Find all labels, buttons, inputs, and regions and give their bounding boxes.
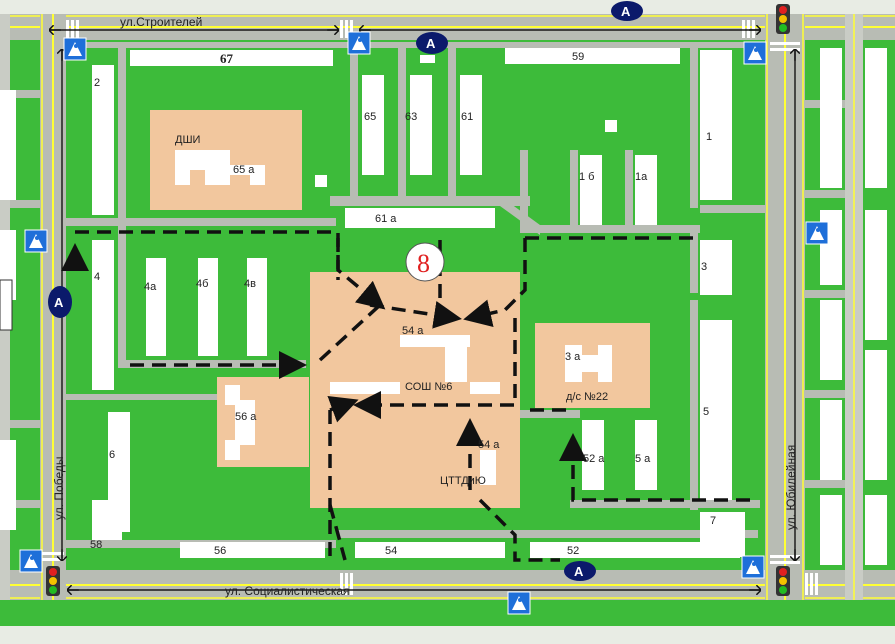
traffic-light-icon (776, 4, 790, 34)
ds22-label: д/с №22 (566, 391, 608, 403)
building-63-label: 63 (405, 111, 417, 123)
building-4-label: 4 (94, 271, 100, 283)
bus-stop-icons: A A A A (48, 1, 643, 581)
pedestrian-crossing-icon (507, 591, 531, 615)
building-56-label: 56 (214, 545, 226, 557)
svg-text:A: A (621, 4, 631, 19)
building-54a-mid-label: 54 а (478, 439, 500, 451)
building-4b-label: 4б (196, 278, 208, 290)
svg-text:A: A (54, 295, 64, 310)
crosswalks (42, 20, 818, 595)
street-right-label: ул. Юбилейная (784, 445, 798, 530)
building-1-label: 1 (706, 131, 712, 143)
building-54a-top-label: 54 а (402, 325, 424, 337)
building-1b-label: 1 б (579, 171, 594, 183)
dshi-label: ДШИ (175, 134, 200, 146)
traffic-light-icon (46, 566, 60, 596)
building-52-label: 52 (567, 545, 579, 557)
building-67-label: 67 (220, 51, 234, 66)
traffic-light-icon (776, 566, 790, 596)
pedestrian-crossing-icon (24, 229, 48, 253)
pedestrian-crossing-icons (19, 31, 829, 615)
building-65-label: 65 (364, 111, 376, 123)
pedestrian-crossing-icon (19, 549, 43, 573)
building-labels: 67 59 2 65 63 61 1 1 б 1а ДШИ 65 а 61 а … (90, 51, 716, 557)
pedestrian-crossing-icon (63, 37, 87, 61)
street-left-label: ул. Победы (52, 457, 66, 520)
svg-text:8: 8 (417, 249, 430, 278)
cttdiyu-label: ЦТТДиЮ (440, 475, 486, 487)
building-6-label: 6 (109, 449, 115, 461)
traffic-light-icons (46, 4, 790, 596)
building-4v-label: 4в (244, 278, 256, 290)
building-56a-label: 56 а (235, 411, 257, 423)
bus-stop-icon: A (416, 32, 448, 54)
bus-stop-icon: A (48, 286, 72, 318)
pedestrian-crossing-icon (347, 31, 371, 55)
building-61a-label: 61 а (375, 213, 397, 225)
building-4a-label: 4а (144, 281, 157, 293)
street-top-label: ул.Строителей (120, 15, 202, 29)
building-58-label: 58 (90, 539, 102, 551)
sosh6-label: СОШ №6 (405, 381, 452, 393)
building-5-label: 5 (703, 406, 709, 418)
building-59-label: 59 (572, 51, 584, 63)
pedestrian-crossing-icon (741, 555, 765, 579)
school-mark-icon: 8 (405, 242, 445, 282)
pedestrian-crossing-icon (805, 221, 829, 245)
building-1a-label: 1а (635, 171, 648, 183)
building-65a-label: 65 а (233, 164, 255, 176)
building-52a-label: 52 а (583, 453, 605, 465)
building-61-label: 61 (461, 111, 473, 123)
building-3-label: 3 (701, 261, 707, 273)
pedestrian-crossing-icon (743, 41, 767, 65)
bus-stop-icon: A (611, 1, 643, 21)
building-3a-label: 3 а (565, 351, 581, 363)
street-bottom-label: ул. Социалистическая (225, 584, 350, 598)
buildings (92, 48, 745, 558)
svg-text:A: A (426, 36, 436, 51)
walking-routes (75, 230, 750, 562)
svg-text:A: A (574, 564, 584, 579)
building-2-label: 2 (94, 77, 100, 89)
bus-stop-icon: A (564, 561, 596, 581)
building-7-label: 7 (710, 515, 716, 527)
building-5a-label: 5 а (635, 453, 651, 465)
building-54-label: 54 (385, 545, 397, 557)
